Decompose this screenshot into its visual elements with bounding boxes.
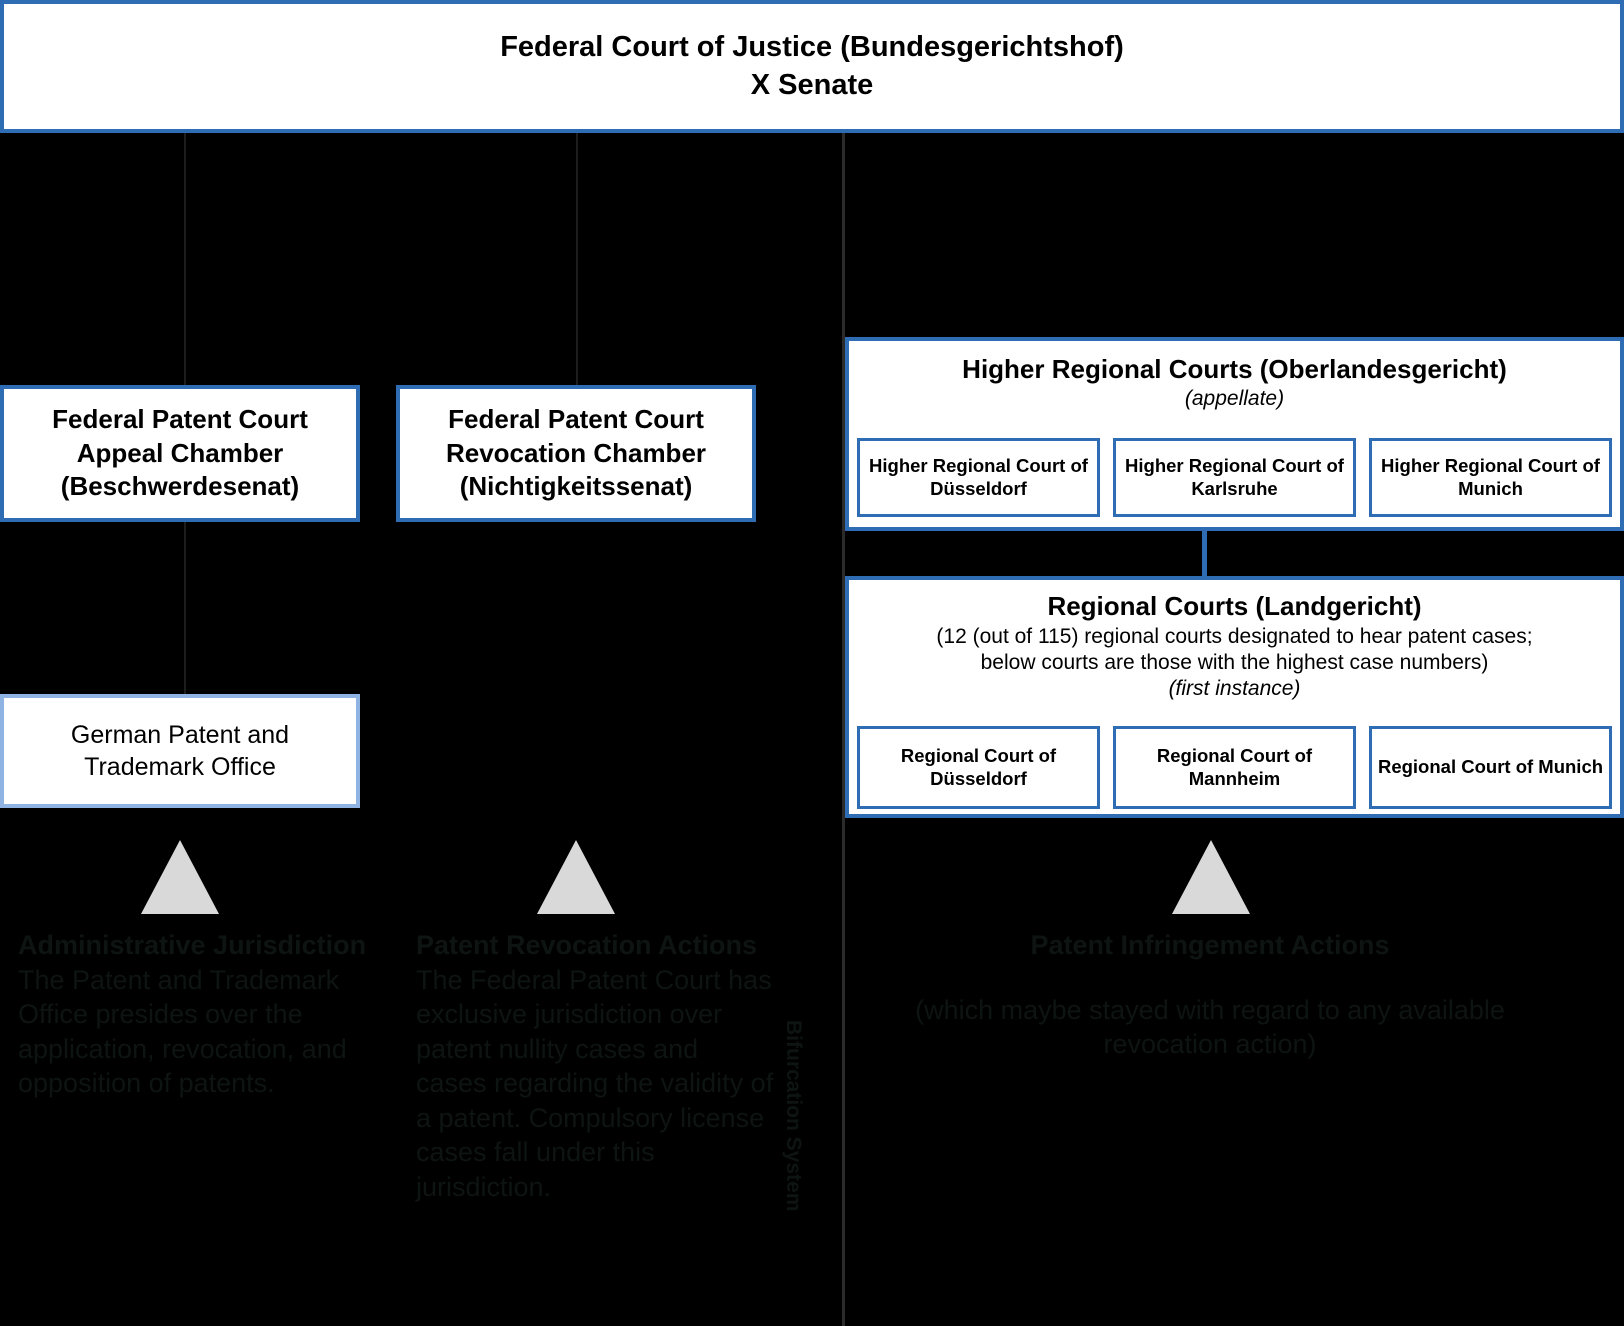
connector-higher-regional-to-regional — [1202, 527, 1207, 580]
caption-patent-revocation-actions: Patent Revocation Actions The Federal Pa… — [416, 928, 776, 1204]
higher-regional-courts-row: Higher Regional Court of Düsseldorf High… — [857, 438, 1612, 517]
regional-court-dusseldorf: Regional Court of Düsseldorf — [857, 726, 1100, 809]
higher-regional-court-dusseldorf: Higher Regional Court of Düsseldorf — [857, 438, 1100, 517]
regional-courts-subtitle: (first instance) — [1168, 676, 1301, 700]
patent-office-line1: German Patent and — [70, 720, 290, 749]
connector-supreme-to-revocation — [576, 133, 578, 385]
appeal-chamber-line3: (Beschwerdesenat) — [60, 471, 300, 502]
regional-court-mannheim: Regional Court of Mannheim — [1113, 726, 1356, 809]
connector-appeal-to-patent-office — [184, 522, 186, 694]
caption-infringement-title: Patent Infringement Actions — [1030, 930, 1390, 960]
revocation-chamber-line2: Revocation Chamber — [445, 437, 707, 468]
higher-regional-court-karlsruhe: Higher Regional Court of Karlsruhe — [1113, 438, 1356, 517]
revocation-chamber-line3: (Nichtigkeitssenat) — [459, 471, 693, 502]
regional-courts-group: Regional Courts (Landgericht) (12 (out o… — [845, 576, 1624, 818]
caption-infringement-body: (which maybe stayed with regard to any a… — [915, 994, 1505, 1060]
federal-patent-court-revocation-chamber-box: Federal Patent Court Revocation Chamber … — [396, 385, 756, 522]
regional-courts-row: Regional Court of Düsseldorf Regional Co… — [857, 726, 1612, 809]
regional-courts-note-line1: (12 (out of 115) regional courts designa… — [936, 624, 1533, 648]
higher-regional-courts-group: Higher Regional Courts (Oberlandesgerich… — [845, 337, 1624, 531]
caption-administrative-title: Administrative Jurisdiction — [18, 930, 367, 960]
higher-regional-courts-subtitle: (appellate) — [1184, 386, 1285, 410]
higher-regional-courts-title: Higher Regional Courts (Oberlandesgerich… — [962, 354, 1507, 384]
higher-regional-court-munich: Higher Regional Court of Munich — [1369, 438, 1612, 517]
caption-administrative-body: The Patent and Trademark Office presides… — [18, 964, 347, 1099]
federal-court-of-justice-box: Federal Court of Justice (Bundesgerichts… — [0, 0, 1624, 133]
triangle-up-icon-revocation — [537, 840, 615, 914]
federal-court-title-line2: X Senate — [750, 68, 874, 101]
federal-court-title-line1: Federal Court of Justice (Bundesgerichts… — [500, 31, 1124, 64]
revocation-chamber-line1: Federal Patent Court — [448, 403, 704, 434]
bifurcation-divider — [842, 133, 845, 1326]
regional-courts-title: Regional Courts (Landgericht) — [1047, 591, 1422, 621]
triangle-up-icon-infringement — [1172, 840, 1250, 914]
appeal-chamber-line2: Appeal Chamber — [76, 437, 284, 468]
german-patent-and-trademark-office-box: German Patent and Trademark Office — [0, 694, 360, 808]
triangle-up-icon-administrative — [141, 840, 219, 914]
regional-court-munich: Regional Court of Munich — [1369, 726, 1612, 809]
caption-revocation-body: The Federal Patent Court has exclusive j… — [416, 964, 774, 1202]
caption-revocation-title: Patent Revocation Actions — [416, 930, 758, 960]
appeal-chamber-line1: Federal Patent Court — [52, 403, 308, 434]
caption-patent-infringement-actions: Patent Infringement Actions (which maybe… — [880, 928, 1540, 1062]
federal-patent-court-appeal-chamber-box: Federal Patent Court Appeal Chamber (Bes… — [0, 385, 360, 522]
connector-supreme-to-appeal — [184, 133, 186, 385]
patent-office-line2: Trademark Office — [84, 753, 276, 781]
regional-courts-note-line2: below courts are those with the highest … — [980, 651, 1489, 675]
caption-administrative-jurisdiction: Administrative Jurisdiction The Patent a… — [18, 928, 388, 1101]
bifurcation-system-label: Bifurcation System — [782, 1020, 805, 1212]
